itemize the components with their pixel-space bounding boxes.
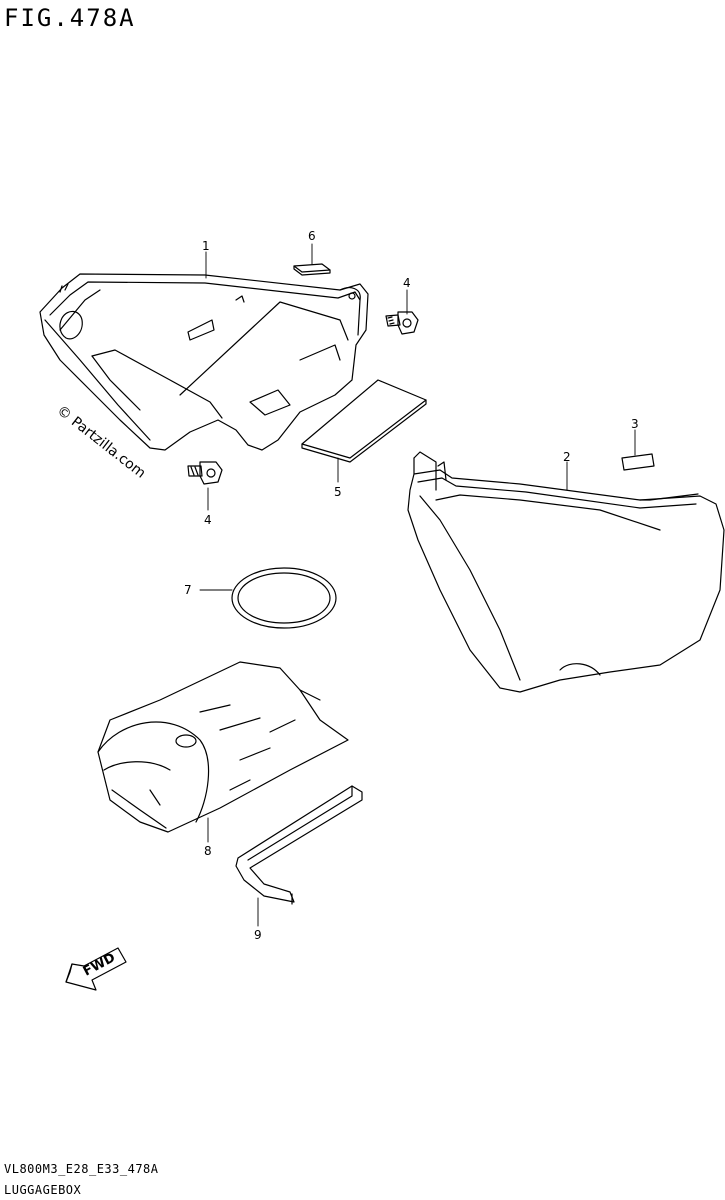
side-cover-part[interactable] — [407, 451, 725, 693]
callout-5: 5 — [334, 485, 342, 499]
callout-8: 8 — [204, 844, 212, 858]
ring-part[interactable] — [231, 567, 337, 629]
callout-2: 2 — [563, 450, 571, 464]
callout-7: 7 — [184, 583, 192, 597]
figure-title: FIG.478A — [4, 4, 136, 32]
callout-1: 1 — [202, 239, 210, 253]
pad-part[interactable] — [301, 379, 427, 463]
tool-part[interactable] — [235, 785, 363, 905]
callout-labels: 1 2 3 4 4 5 6 7 8 9 — [184, 229, 639, 942]
callout-4-lower: 4 — [204, 513, 212, 527]
figure-code: VL800M3_E28_E33_478A — [4, 1162, 159, 1176]
bolt-lower-part[interactable] — [187, 461, 223, 485]
bag-part[interactable] — [97, 661, 349, 833]
figure-name: LUGGAGEBOX — [4, 1183, 82, 1197]
callout-3: 3 — [631, 417, 639, 431]
callout-9: 9 — [254, 928, 262, 942]
plate-part[interactable] — [293, 263, 331, 276]
fwd-arrow-icon — [65, 947, 127, 991]
small-plate-part[interactable] — [621, 453, 655, 471]
callout-6: 6 — [308, 229, 316, 243]
callout-4-upper: 4 — [403, 276, 411, 290]
luggage-box-part[interactable] — [39, 273, 369, 451]
bolt-upper-part[interactable] — [385, 311, 419, 335]
fwd-label: FWD — [81, 950, 118, 979]
watermark: © Partzilla.com — [54, 403, 149, 482]
callout-leaders — [199, 243, 636, 927]
